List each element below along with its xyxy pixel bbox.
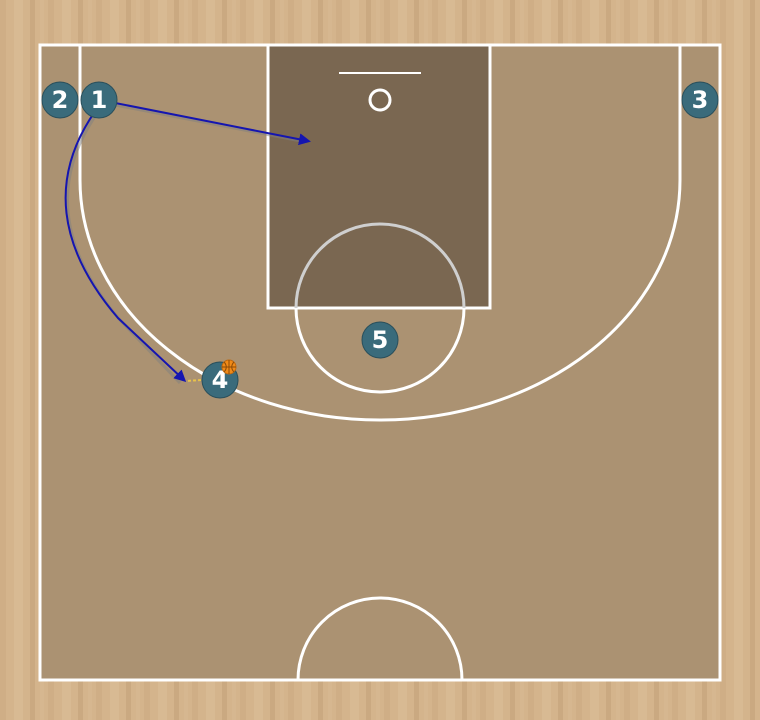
paint-outline bbox=[266, 43, 492, 310]
player-1[interactable]: 1 bbox=[80, 81, 118, 119]
player-label: 5 bbox=[372, 326, 389, 354]
basketball-icon bbox=[221, 359, 237, 375]
free-throw-circle-bottom bbox=[294, 307, 466, 394]
actions bbox=[64, 99, 311, 385]
player-marker bbox=[361, 321, 399, 359]
player-label: 1 bbox=[91, 86, 108, 114]
player-marker bbox=[41, 81, 79, 119]
player-marker bbox=[681, 81, 719, 119]
player-3[interactable]: 3 bbox=[681, 81, 719, 119]
cut-path-to-wing bbox=[64, 109, 187, 383]
player-marker bbox=[80, 81, 118, 119]
cut-path-to-paint bbox=[99, 100, 307, 144]
hoop bbox=[368, 88, 392, 112]
court-lines bbox=[38, 43, 722, 682]
players: 2 1 3 5 4 bbox=[41, 81, 719, 399]
dribble-handoff-path bbox=[185, 379, 202, 382]
player-5[interactable]: 5 bbox=[361, 321, 399, 359]
free-throw-circle-top bbox=[294, 222, 466, 309]
player-label: 3 bbox=[692, 86, 709, 114]
player-2[interactable]: 2 bbox=[41, 81, 79, 119]
player-label: 4 bbox=[212, 366, 229, 394]
paint-area bbox=[268, 45, 490, 308]
three-point-line bbox=[78, 45, 682, 422]
cut-path-to-paint bbox=[99, 99, 311, 146]
center-circle bbox=[296, 596, 464, 681]
player-label: 2 bbox=[52, 86, 69, 114]
